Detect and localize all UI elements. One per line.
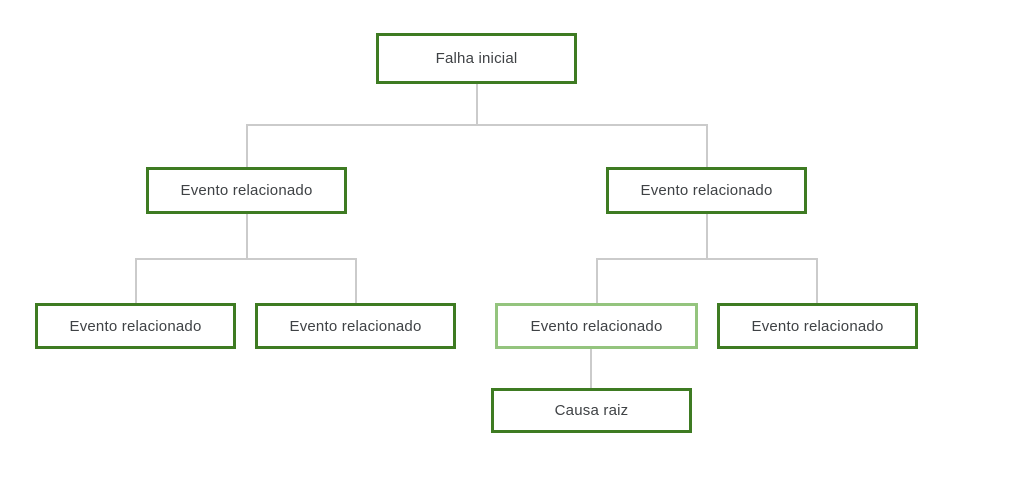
connector-right-down	[706, 214, 708, 259]
connector-level2-left-a	[135, 258, 137, 303]
node-label: Evento relacionado	[530, 317, 663, 335]
node-label: Falha inicial	[435, 50, 518, 67]
node-falha-inicial[interactable]: Falha inicial	[376, 33, 577, 84]
connector-left-down	[246, 214, 248, 259]
connector-root-cause	[590, 349, 592, 388]
connector-level2-right-b	[816, 258, 818, 303]
node-label: Evento relacionado	[289, 317, 422, 335]
node-evento-relacionado-5-highlighted[interactable]: Evento relacionado	[495, 303, 698, 349]
node-label: Evento relacionado	[180, 182, 313, 199]
connector-level2-right-h	[596, 258, 818, 260]
node-label: Evento relacionado	[69, 317, 202, 335]
node-evento-relacionado-3[interactable]: Evento relacionado	[35, 303, 236, 349]
node-label: Causa raiz	[554, 402, 629, 419]
node-evento-relacionado-4[interactable]: Evento relacionado	[255, 303, 456, 349]
connector-level2-left-b	[355, 258, 357, 303]
node-label: Evento relacionado	[751, 317, 884, 335]
connector-level2-right-a	[596, 258, 598, 303]
connector-level1-h	[246, 124, 708, 126]
connector-level1-left	[246, 124, 248, 167]
node-evento-relacionado-6[interactable]: Evento relacionado	[717, 303, 918, 349]
connector-level1-right	[706, 124, 708, 167]
connector-root-down	[476, 84, 478, 124]
connector-level2-left-h	[135, 258, 357, 260]
node-evento-relacionado-2[interactable]: Evento relacionado	[606, 167, 807, 214]
node-causa-raiz[interactable]: Causa raiz	[491, 388, 692, 433]
node-label: Evento relacionado	[640, 182, 773, 199]
node-evento-relacionado-1[interactable]: Evento relacionado	[146, 167, 347, 214]
